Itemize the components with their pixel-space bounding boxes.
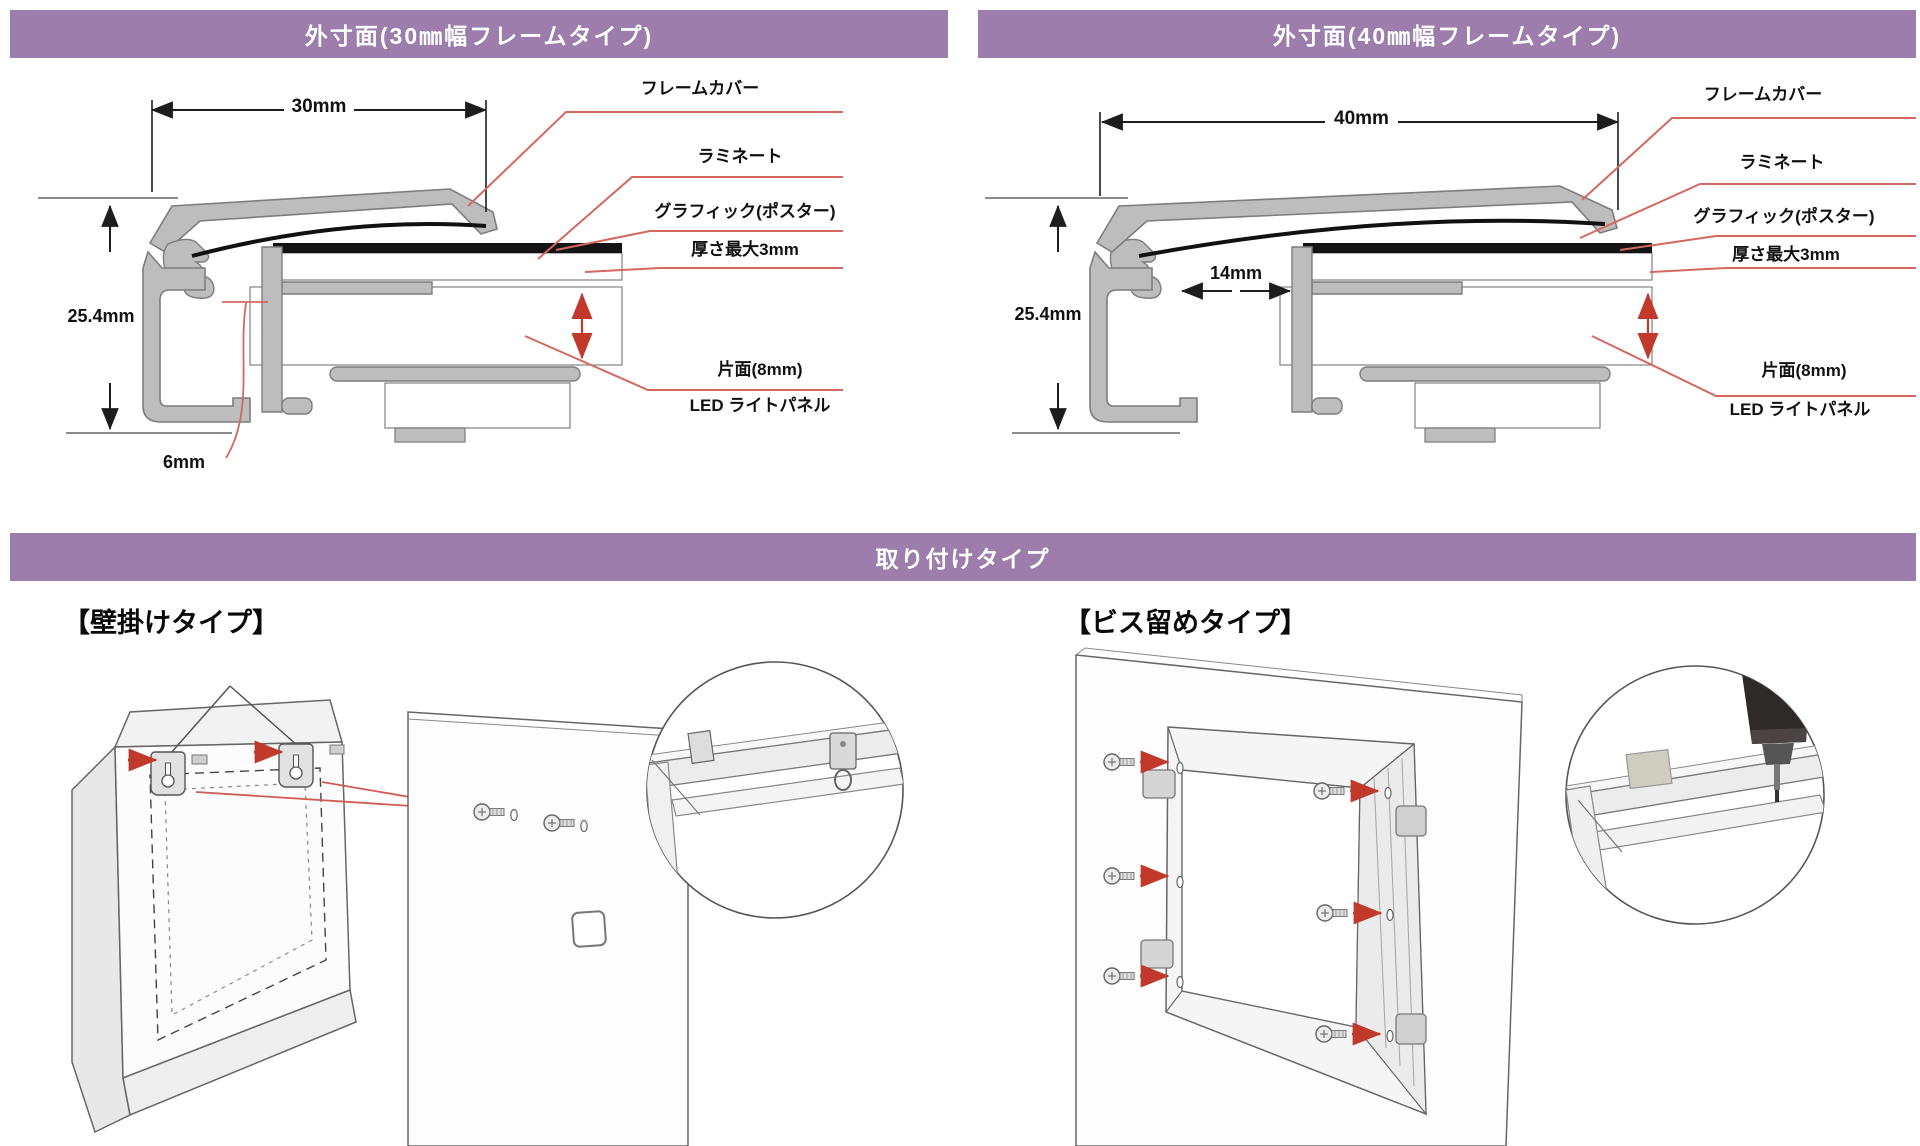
dim-30mm-height: 25.4mm: [67, 306, 135, 326]
banner-30mm: 外寸面(30㎜幅フレームタイプ): [10, 10, 948, 58]
banner-mount-title: 取り付けタイプ: [875, 546, 1051, 572]
cross-section-40-drawing: [985, 112, 1916, 442]
label-single-side-40: 片面(8mm): [1761, 361, 1847, 380]
dim-40mm-height: 25.4mm: [1014, 304, 1082, 324]
label-thickness-40: 厚さ最大3mm: [1732, 245, 1840, 264]
wall-hang-section-title: 【壁掛けタイプ】: [63, 608, 279, 638]
banner-mount: 取り付けタイプ: [10, 533, 1916, 581]
label-graphic-30: グラフィック(ポスター): [654, 202, 836, 221]
screw-mount-illustration: [1076, 648, 1836, 1146]
cross-section-30-drawing: [38, 100, 843, 458]
label-frame-cover-40: フレームカバー: [1703, 85, 1823, 104]
banner-30mm-title: 外寸面(30㎜幅フレームタイプ): [304, 23, 654, 49]
hanging-bracket-icon: [830, 733, 856, 790]
dim-30mm-width: 30mm: [284, 97, 354, 116]
banner-40mm: 外寸面(40㎜幅フレームタイプ): [978, 10, 1916, 58]
dim-40mm-gap: 14mm: [1209, 263, 1263, 283]
label-single-side-30: 片面(8mm): [717, 360, 803, 379]
dim-40mm-width: 40mm: [1325, 109, 1398, 128]
label-laminate-40: ラミネート: [1739, 153, 1825, 172]
screw-mount-section-title: 【ビス留めタイプ】: [1064, 608, 1307, 638]
label-frame-cover-30: フレームカバー: [640, 79, 760, 98]
detail-circle-left: [645, 662, 910, 918]
dim-30mm-gap: 6mm: [162, 452, 206, 472]
label-led-panel-30: LED ライトパネル: [689, 396, 831, 415]
banner-40mm-title: 外寸面(40㎜幅フレームタイプ): [1272, 23, 1622, 49]
label-thickness-30: 厚さ最大3mm: [691, 240, 799, 259]
label-laminate-30: ラミネート: [697, 147, 783, 166]
detail-circle-right: [1566, 660, 1836, 924]
label-led-panel-40: LED ライトパネル: [1729, 400, 1871, 419]
label-graphic-40: グラフィック(ポスター): [1693, 207, 1875, 226]
wall-hang-illustration: [72, 662, 910, 1146]
